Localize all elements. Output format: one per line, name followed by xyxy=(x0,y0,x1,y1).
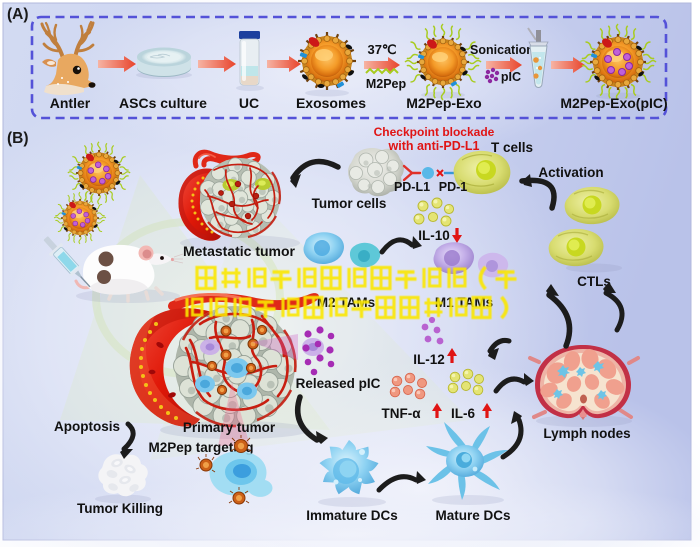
svg-text:Exosomes: Exosomes xyxy=(296,95,366,111)
svg-text:M2Pep targeting: M2Pep targeting xyxy=(148,440,253,455)
svg-text:Antler: Antler xyxy=(50,95,91,111)
svg-text:M2Pep-Exo: M2Pep-Exo xyxy=(406,95,481,111)
svg-text:M2Pep-Exo(pIC): M2Pep-Exo(pIC) xyxy=(560,95,667,111)
svg-text:37℃: 37℃ xyxy=(367,42,396,57)
svg-text:(A): (A) xyxy=(7,6,29,23)
svg-text:Released pIC: Released pIC xyxy=(296,376,381,391)
svg-text:IL-6: IL-6 xyxy=(451,406,475,421)
svg-text:IL-12: IL-12 xyxy=(413,352,445,367)
svg-text:Immature DCs: Immature DCs xyxy=(306,508,398,523)
svg-text:Primary tumor: Primary tumor xyxy=(183,420,276,435)
svg-text:M2Pep: M2Pep xyxy=(366,77,407,91)
svg-text:pIC: pIC xyxy=(501,70,521,84)
svg-text:Apoptosis: Apoptosis xyxy=(54,419,120,434)
svg-text:TNF-α: TNF-α xyxy=(381,406,421,421)
svg-text:PD-1: PD-1 xyxy=(439,180,468,194)
svg-text:IL-10: IL-10 xyxy=(418,228,450,243)
svg-text:Mature DCs: Mature DCs xyxy=(435,508,510,523)
svg-text:(B): (B) xyxy=(7,130,29,147)
svg-text:T cells: T cells xyxy=(491,140,533,155)
svg-text:Sonication: Sonication xyxy=(470,43,534,57)
svg-text:Activation: Activation xyxy=(538,165,603,180)
svg-text:Tumor cells: Tumor cells xyxy=(312,196,387,211)
svg-text:Tumor Killing: Tumor Killing xyxy=(77,501,163,516)
svg-text:Checkpoint blockade: Checkpoint blockade xyxy=(374,125,495,139)
svg-text:with anti-PD-L1: with anti-PD-L1 xyxy=(388,139,480,153)
svg-text:UC: UC xyxy=(239,95,259,111)
svg-text:Lymph nodes: Lymph nodes xyxy=(543,426,630,441)
svg-text:ASCs culture: ASCs culture xyxy=(119,95,207,111)
svg-text:PD-L1: PD-L1 xyxy=(394,180,430,194)
svg-text:CTLs: CTLs xyxy=(577,274,611,289)
svg-text:Metastatic tumor: Metastatic tumor xyxy=(183,243,296,259)
